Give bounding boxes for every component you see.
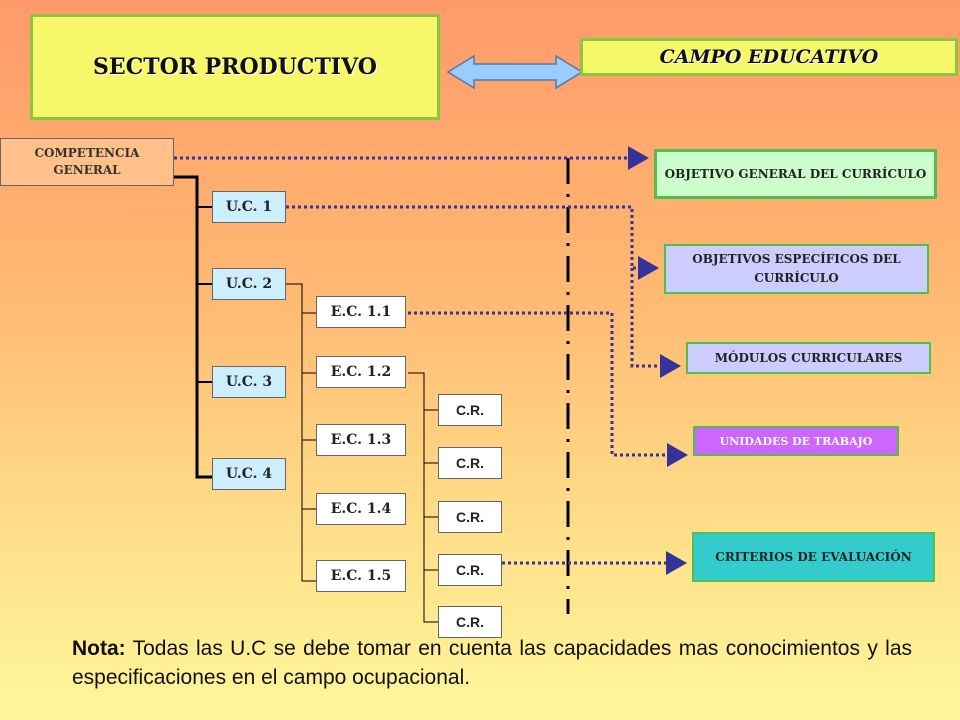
cr-box-1: C.R. [438, 394, 502, 426]
objetivos-especificos-box: OBJETIVOS ESPECÍFICOS DEL CURRÍCULO [664, 244, 929, 294]
uc-2-box: U.C. 2 [212, 268, 286, 300]
ec-1-2-box: E.C. 1.2 [316, 356, 406, 388]
ec-1-1-box: E.C. 1.1 [316, 296, 406, 328]
uc-1-box: U.C. 1 [212, 191, 286, 223]
objetivo-general-box: OBJETIVO GENERAL DEL CURRÍCULO [654, 149, 937, 199]
sector-productivo-box: SECTOR PRODUCTIVO [30, 14, 440, 120]
note-text: Nota: Todas las U.C se debe tomar en cue… [72, 634, 912, 692]
modulos-curriculares-box: MÓDULOS CURRICULARES [686, 342, 931, 374]
ec-1-5-box: E.C. 1.5 [316, 560, 406, 592]
ec-1-3-box: E.C. 1.3 [316, 424, 406, 456]
cr-box-2: C.R. [438, 447, 502, 479]
uc-3-box: U.C. 3 [212, 366, 286, 398]
criterios-de-evaluacion-box: CRITERIOS DE EVALUACIÓN [692, 532, 935, 582]
cr-box-5: C.R. [438, 606, 502, 638]
campo-educativo-box: CAMPO EDUCATIVO [580, 38, 958, 76]
cr-box-3: C.R. [438, 501, 502, 533]
ec-1-4-box: E.C. 1.4 [316, 493, 406, 525]
cr-box-4: C.R. [438, 554, 502, 586]
unidades-de-trabajo-box: UNIDADES DE TRABAJO [693, 426, 899, 456]
uc-4-box: U.C. 4 [212, 458, 286, 490]
note-body: Todas las U.C se debe tomar en cuenta la… [72, 637, 912, 689]
note-label: Nota: [72, 637, 126, 660]
competencia-general-box: COMPETENCIA GENERAL [0, 138, 174, 186]
double-arrow-icon [446, 54, 584, 90]
